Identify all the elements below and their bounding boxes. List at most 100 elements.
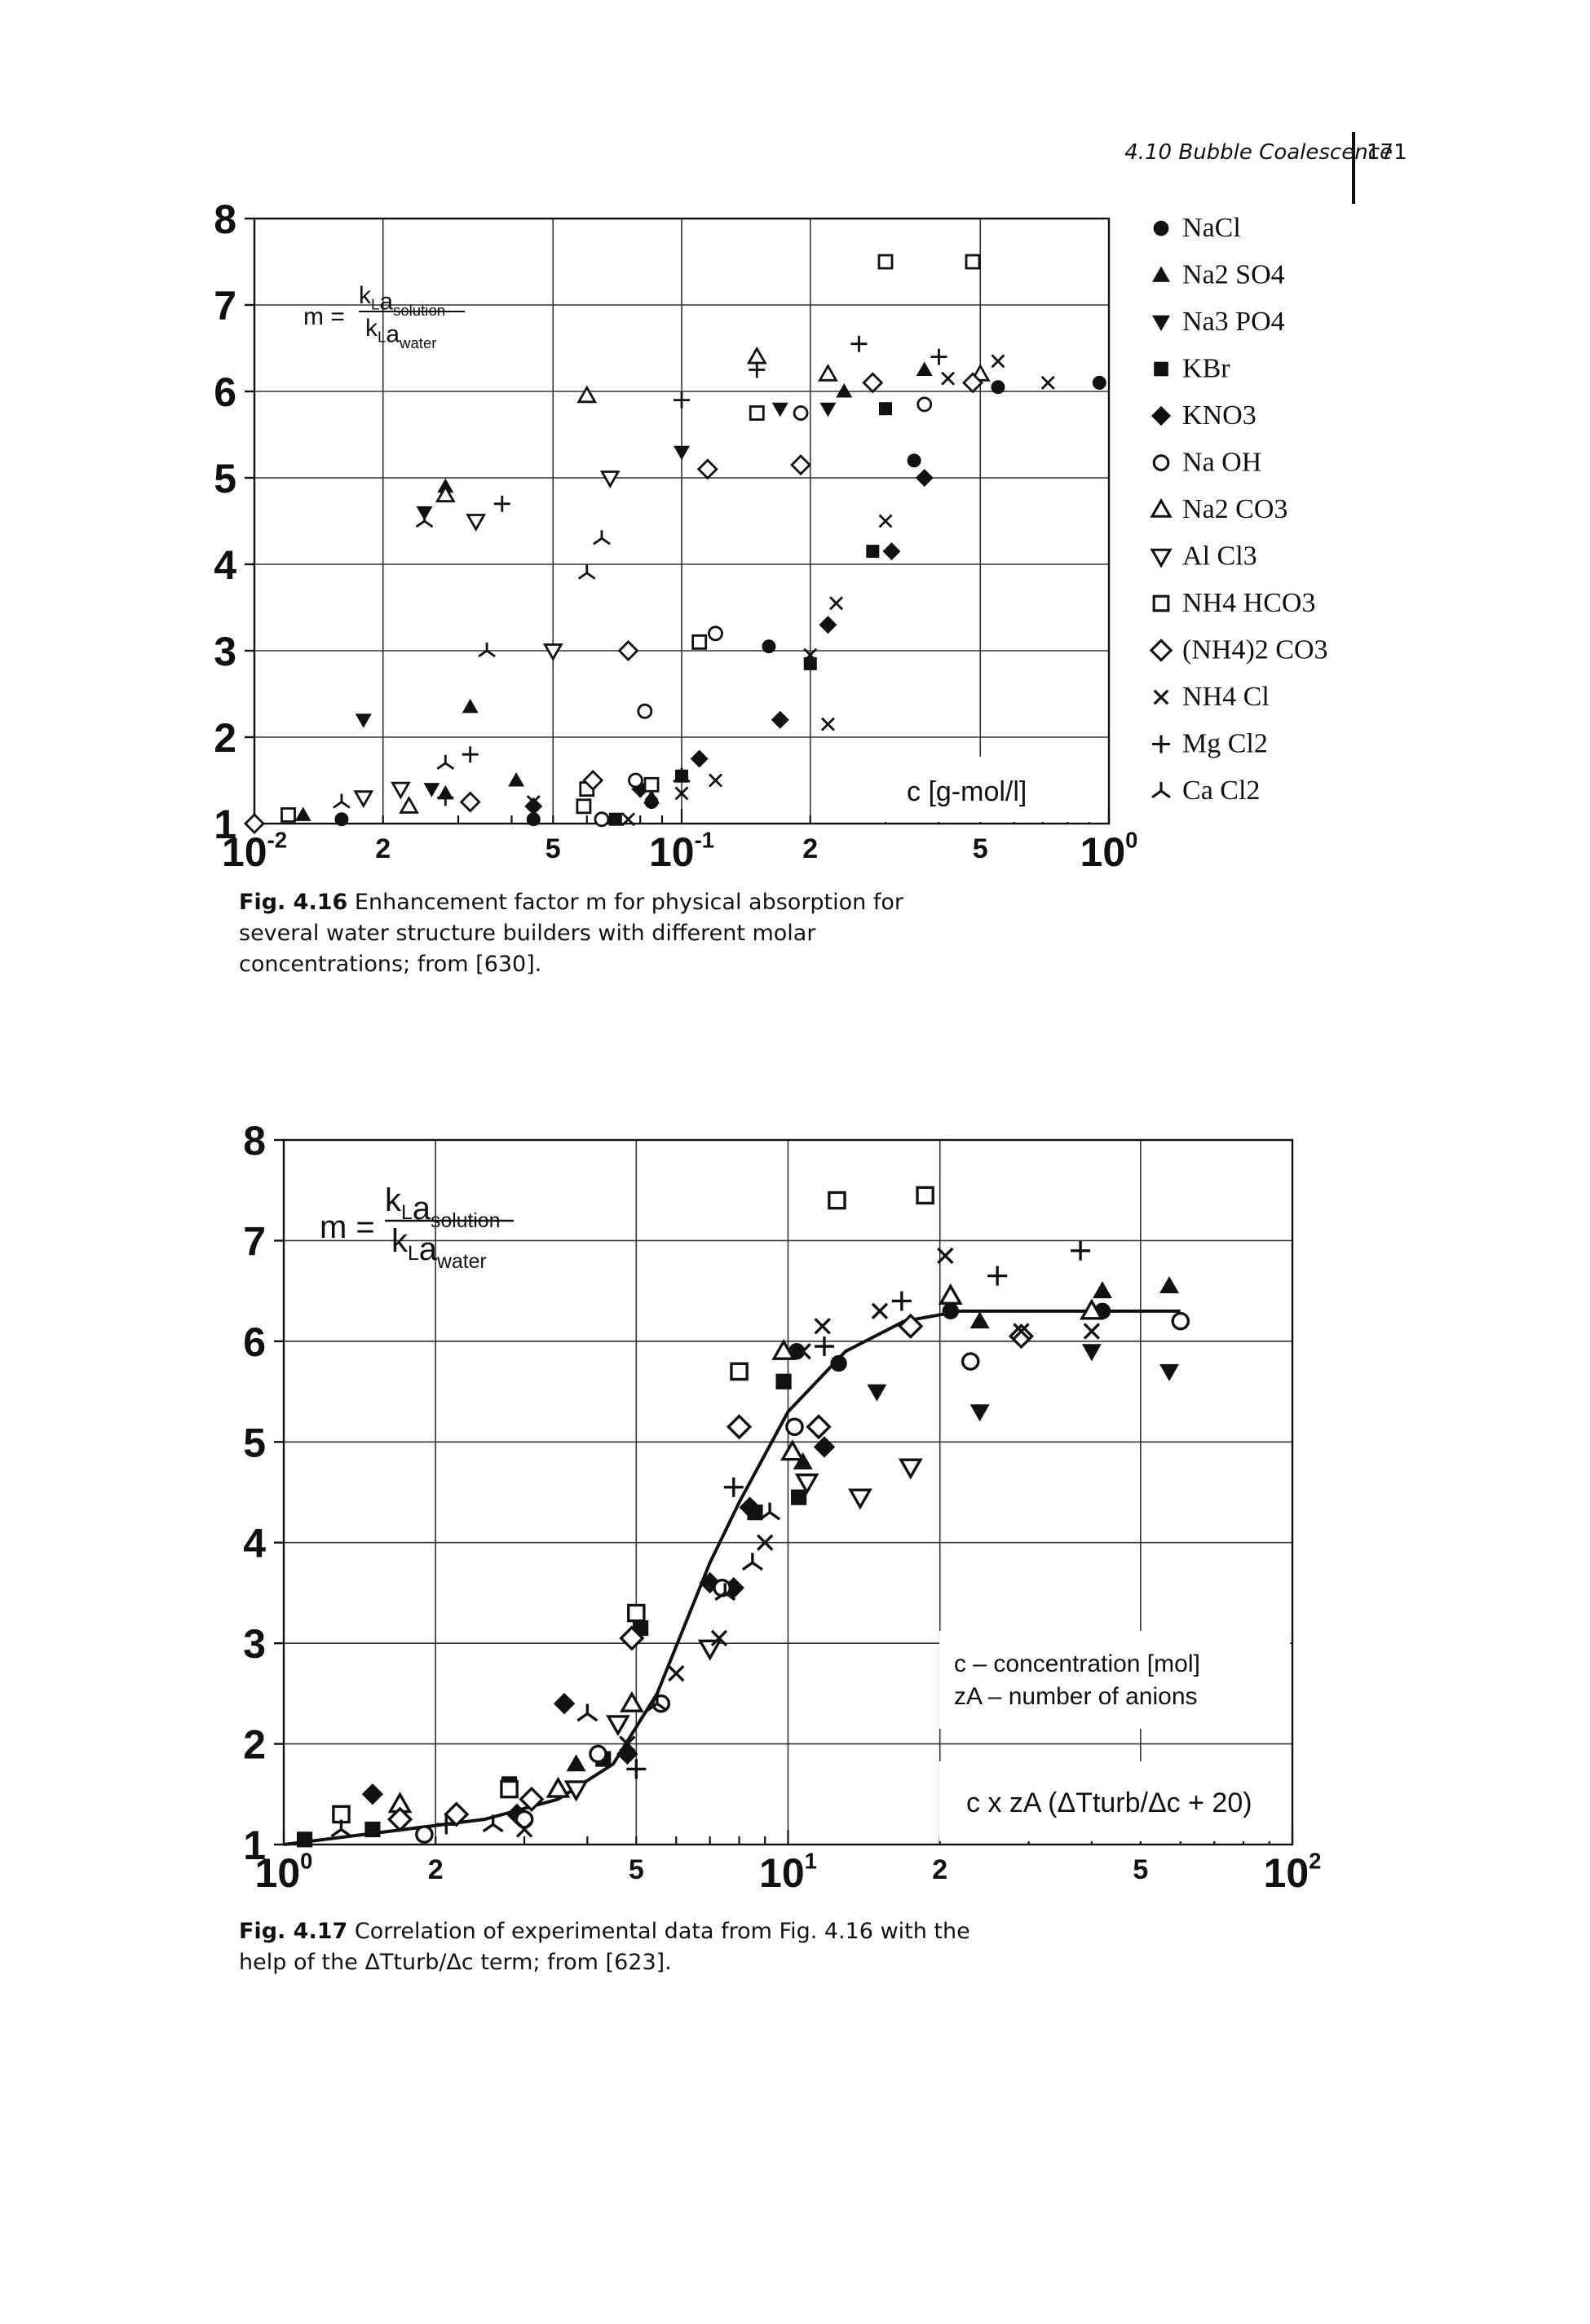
marker-circle-open [515,1809,534,1829]
marker-triangle-down-open [898,1458,923,1480]
x-tick-label: 2 [375,833,391,864]
marker-circle-open [1152,454,1170,471]
marker-circle-open [589,1744,607,1764]
marker-plus [674,391,690,409]
marker-plus [626,1759,647,1779]
marker-circle-filled [1153,220,1169,236]
marker-square-filled [879,402,893,416]
marker-diamond-open [519,1786,545,1813]
marker-tripod [714,1583,736,1602]
y-tick-label: 3 [243,1621,266,1667]
marker-triangle-up-filled [1092,1281,1112,1299]
y-tick-label: 7 [243,1218,266,1264]
marker-plus [814,1337,834,1357]
marker-tripod [741,1553,763,1571]
caption-text: Enhancement factor m for physical absorp… [239,890,903,977]
marker-circle-filled [334,812,349,827]
marker-diamond-open [386,1806,413,1832]
marker-circle-open [961,1352,980,1371]
marker-diamond-open [862,372,884,394]
marker-triangle-down-open [563,1780,589,1802]
x-tick-label: 102 [1264,1849,1322,1897]
marker-plus [987,1266,1008,1286]
marker-diamond-open [444,1801,470,1827]
series-ca-cl2 [330,1502,781,1838]
x-tick-label: 5 [1133,1854,1148,1885]
marker-circle-open [793,405,809,421]
marker-square-open [965,254,981,270]
marker-triangle-down-open [1150,548,1173,568]
marker-square-open [730,1362,749,1381]
marker-diamond-filled [819,616,837,634]
x-tick-label: 2 [932,1854,947,1885]
note-line-anions: zA – number of anions [954,1683,1198,1710]
series-na3-po4 [867,1344,1180,1422]
formula-denominator: kLawater [391,1223,487,1273]
marker-triangle-up-filled [566,1754,586,1772]
caption-label: Fig. 4.16 [239,890,348,915]
marker-x [871,1302,889,1320]
marker-triangle-up-filled [916,361,933,376]
marker-square-open [500,1779,519,1799]
marker-triangle-down-filled [819,402,837,418]
y-tick-label: 5 [214,456,236,501]
y-tick-label: 5 [243,1420,266,1465]
marker-circle-open [785,1417,804,1437]
note-line-concentration: c – concentration [mol] [954,1650,1200,1677]
marker-triangle-down-open [606,1715,630,1737]
marker-diamond-open [459,791,481,813]
marker-x [619,1735,636,1752]
y-tick-label: 1 [243,1823,266,1868]
marker-x [526,795,541,809]
marker-diamond-open [619,1625,645,1651]
marker-triangle-up-filled [1152,266,1170,282]
marker-x [621,812,636,827]
series-na2-co3 [387,1283,1104,1814]
y-axis-ticks [245,217,254,825]
marker-square-open [877,254,894,270]
marker-triangle-up-filled [793,1451,813,1469]
marker-circle-filled [762,639,776,654]
series-nh4-hco3 [332,1186,934,1824]
marker-triangle-up-filled [643,789,660,804]
marker-triangle-down-open [599,471,621,488]
marker-x [937,1247,954,1265]
marker-diamond-filled [771,710,789,729]
x-tick-label: 101 [759,1849,817,1897]
marker-square-open [643,776,660,793]
marker-square-filled [791,1489,807,1505]
marker-x [709,773,722,788]
y-tick-label: 8 [243,1118,266,1164]
series--nh4-2-co3 [386,1313,1035,1832]
marker-diamond-filled [813,1436,836,1458]
marker-circle-filled [830,1354,847,1372]
legend-label: Na OH [1182,448,1261,478]
marker-triangle-down-filled [674,445,690,461]
legend-label: Na2 CO3 [1182,494,1287,524]
figure-4-16-caption: Fig. 4.16 Enhancement factor m for physi… [239,887,973,980]
y-tick-label: 2 [214,715,236,761]
marker-triangle-down-open [848,1488,872,1510]
marker-plus [462,746,479,763]
marker-triangle-up-filled [294,806,311,821]
legend-label: Al Cl3 [1182,541,1257,572]
legend-label: Mg Cl2 [1182,729,1268,759]
marker-tripod [482,1814,504,1833]
marker-triangle-up-open [771,1338,796,1360]
series-nh4-hco3 [280,254,981,823]
marker-square-filled [866,545,880,559]
marker-square-open [576,798,592,815]
caption-label: Fig. 4.17 [239,1919,348,1944]
series-kbr [297,1373,807,1848]
marker-circle-open [1171,1311,1190,1331]
marker-diamond-filled [699,1571,721,1594]
marker-triangle-up-filled [836,383,853,398]
marker-triangle-up-filled [462,698,479,714]
marker-circle-open [916,396,933,413]
legend-label: KNO3 [1182,400,1257,431]
marker-square-open [1152,594,1170,612]
running-title: 4.10 Bubble Coalescence [1124,140,1393,165]
marker-triangle-up-open [435,484,456,503]
marker-circle-filled [1092,375,1106,390]
